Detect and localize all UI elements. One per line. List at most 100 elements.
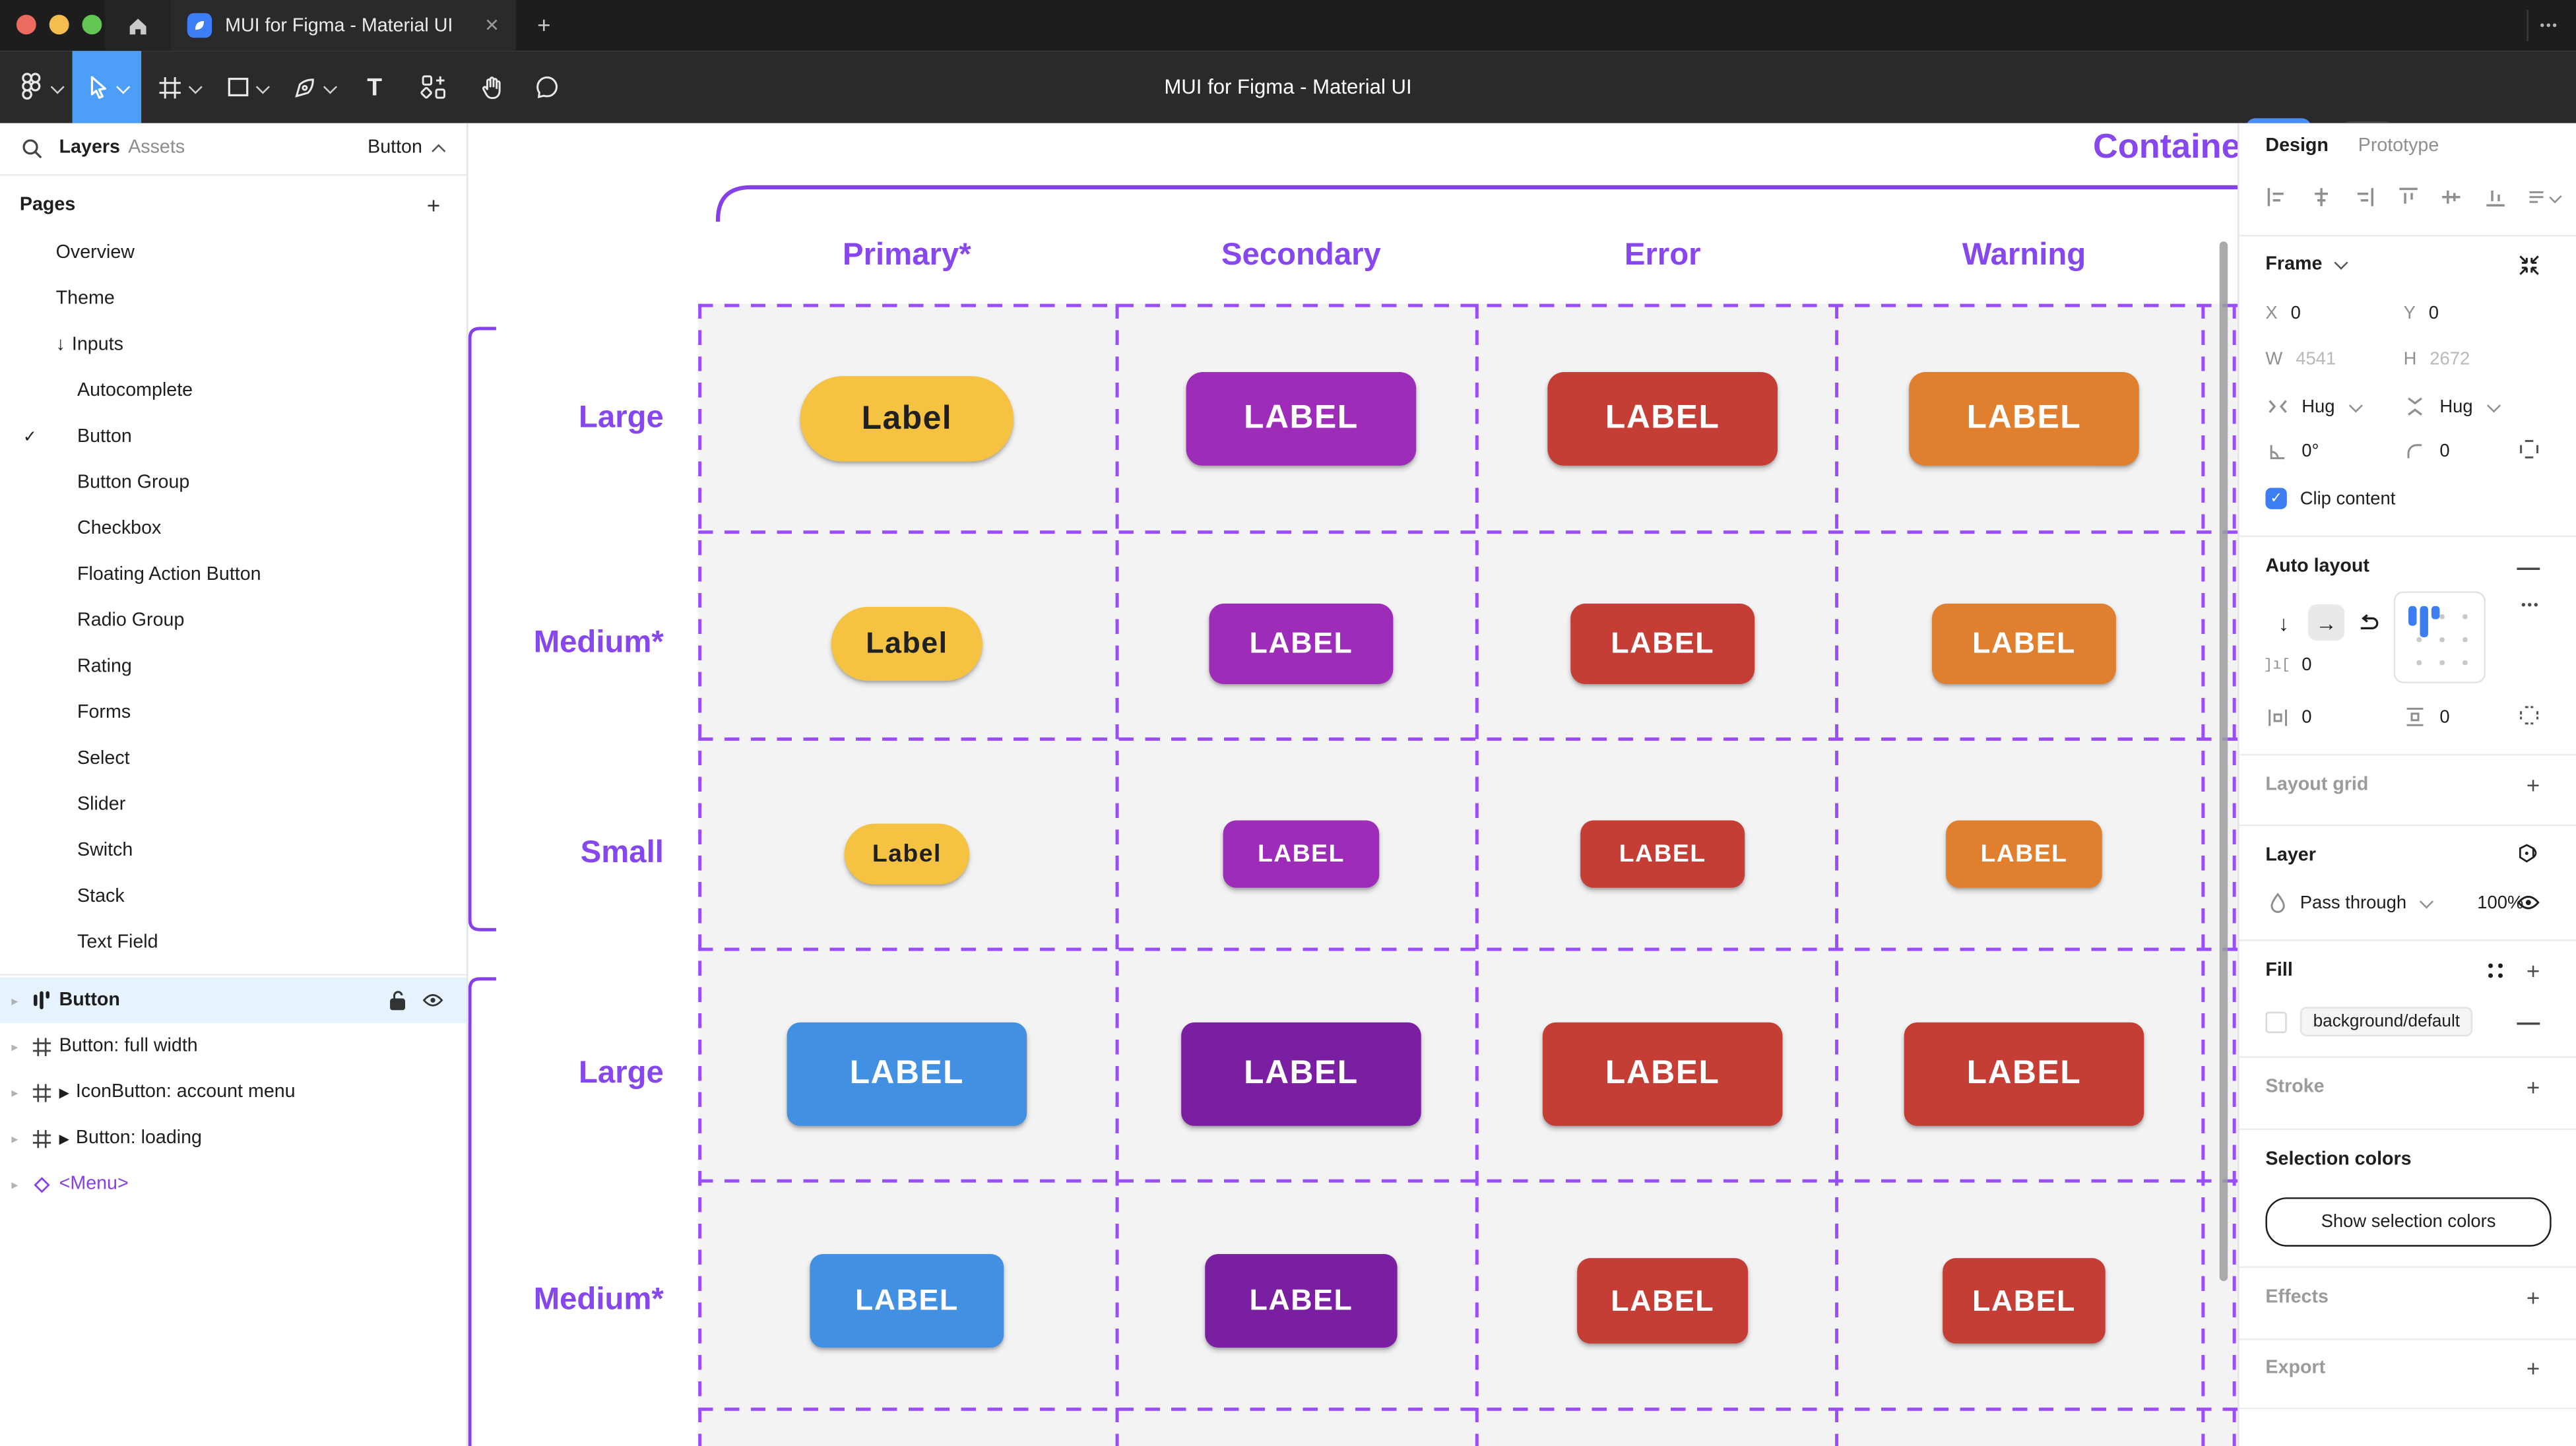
page-item-radio-group[interactable]: Radio Group: [0, 598, 467, 644]
row-label[interactable]: Large: [579, 400, 664, 435]
page-item-switch[interactable]: Switch: [0, 828, 467, 874]
auto-layout-header[interactable]: Auto layout: [2265, 557, 2369, 577]
column-header-secondary[interactable]: Secondary: [1221, 238, 1381, 273]
page-item-button[interactable]: ✓Button: [0, 414, 467, 460]
page-item-slider[interactable]: Slider: [0, 782, 467, 828]
layer-item-iconbutton-account-menu[interactable]: ▸▶IconButton: account menu: [0, 1069, 467, 1116]
stroke-section-header[interactable]: Stroke: [2265, 1077, 2325, 1098]
main-menu-button[interactable]: [10, 51, 73, 123]
visibility-eye-icon[interactable]: [2517, 889, 2540, 916]
add-export-icon[interactable]: +: [2526, 1355, 2540, 1381]
horizontal-padding-field[interactable]: 0: [2265, 707, 2403, 727]
window-menu-icon[interactable]: •••: [2540, 18, 2559, 33]
fill-color-swatch[interactable]: [2265, 1011, 2287, 1032]
layer-section-header[interactable]: Layer: [2265, 846, 2316, 866]
text-tool-button[interactable]: T: [350, 51, 399, 123]
gap-field[interactable]: ]ı[ 0: [2263, 655, 2312, 676]
canvas-button[interactable]: LABEL: [1209, 604, 1394, 685]
add-effect-icon[interactable]: +: [2526, 1284, 2540, 1311]
row-label[interactable]: Small: [580, 836, 664, 871]
vertical-resizing-select[interactable]: Hug: [2404, 396, 2542, 417]
layout-horizontal-button[interactable]: →: [2308, 604, 2344, 641]
search-icon[interactable]: [21, 138, 42, 164]
rotation-field[interactable]: 0°: [2265, 442, 2403, 462]
pen-tool-button[interactable]: [286, 51, 342, 123]
remove-fill-icon[interactable]: —: [2517, 1008, 2540, 1035]
expand-chevron-icon[interactable]: ▸: [11, 1038, 18, 1054]
add-stroke-icon[interactable]: +: [2526, 1074, 2540, 1101]
expand-chevron-icon[interactable]: ▸: [11, 1176, 18, 1192]
layer-item--menu-[interactable]: ▸<Menu>: [0, 1161, 467, 1207]
vertical-padding-field[interactable]: 0: [2404, 707, 2542, 728]
page-item-checkbox[interactable]: Checkbox: [0, 506, 467, 552]
add-layout-grid-icon[interactable]: +: [2526, 772, 2540, 799]
layout-wrap-button[interactable]: [2351, 604, 2387, 641]
frame-tool-button[interactable]: [151, 51, 207, 123]
eye-icon[interactable]: [422, 992, 443, 1009]
clip-content-checkbox[interactable]: ✓: [2265, 487, 2287, 509]
layer-item-button[interactable]: ▸Button: [0, 977, 467, 1024]
column-header-warning[interactable]: Warning: [1962, 238, 2086, 273]
frame-section-header[interactable]: Frame: [2265, 254, 2323, 274]
fill-styles-icon[interactable]: [2488, 958, 2504, 984]
shrink-frame-icon[interactable]: [2519, 255, 2540, 281]
canvas-button[interactable]: LABEL: [1547, 371, 1778, 466]
canvas-button[interactable]: LABEL: [1577, 1258, 1749, 1344]
fill-section-header[interactable]: Fill: [2265, 960, 2293, 981]
canvas-button[interactable]: LABEL: [787, 1022, 1027, 1126]
move-tool-button[interactable]: [72, 51, 142, 123]
close-tab-icon[interactable]: ✕: [484, 16, 499, 36]
layout-vertical-button[interactable]: ↓: [2278, 610, 2289, 635]
remove-auto-layout-icon[interactable]: —: [2517, 553, 2540, 580]
clip-content-row[interactable]: ✓ Clip content: [2265, 487, 2560, 509]
row-label[interactable]: Large: [579, 1055, 664, 1091]
page-item-button-group[interactable]: Button Group: [0, 460, 467, 506]
expand-chevron-icon[interactable]: ▸: [11, 1084, 18, 1100]
layer-item-button-full-width[interactable]: ▸Button: full width: [0, 1023, 467, 1069]
page-item-theme[interactable]: Theme: [0, 276, 467, 322]
canvas-button[interactable]: LABEL: [1943, 1258, 2106, 1344]
tab-design[interactable]: Design: [2265, 136, 2329, 156]
page-item-inputs[interactable]: ↓Inputs: [0, 322, 467, 368]
export-section-header[interactable]: Export: [2265, 1358, 2326, 1378]
resources-tool-button[interactable]: [406, 51, 462, 123]
page-item-floating-action-button[interactable]: Floating Action Button: [0, 552, 467, 598]
minimize-window-button[interactable]: [49, 15, 69, 35]
fill-token-chip[interactable]: background/default: [2300, 1007, 2473, 1037]
page-item-stack[interactable]: Stack: [0, 874, 467, 920]
tab-assets[interactable]: Assets: [128, 138, 185, 158]
independent-corners-icon[interactable]: [2519, 439, 2540, 465]
canvas-button[interactable]: LABEL: [1580, 820, 1745, 888]
canvas-button[interactable]: Label: [844, 823, 969, 885]
component-selector[interactable]: Button: [368, 138, 446, 158]
maximize-window-button[interactable]: [82, 15, 102, 35]
hand-tool-button[interactable]: [467, 51, 516, 123]
canvas-button[interactable]: LABEL: [1186, 371, 1417, 466]
column-header-error[interactable]: Error: [1624, 238, 1701, 273]
canvas-button[interactable]: LABEL: [1205, 1253, 1398, 1348]
page-item-overview[interactable]: Overview: [0, 230, 467, 276]
opacity-field[interactable]: 100%: [2477, 893, 2524, 913]
page-item-autocomplete[interactable]: Autocomplete: [0, 368, 467, 414]
page-item-rating[interactable]: Rating: [0, 644, 467, 690]
canvas[interactable]: ContainedPrimary*SecondaryErrorWarningLa…: [468, 123, 2238, 1446]
new-tab-button[interactable]: +: [537, 11, 551, 38]
expand-chevron-icon[interactable]: ▸: [11, 1131, 18, 1146]
canvas-button[interactable]: LABEL: [1946, 820, 2102, 888]
effects-section-header[interactable]: Effects: [2265, 1288, 2329, 1307]
individual-padding-icon[interactable]: [2519, 704, 2540, 730]
canvas-button[interactable]: LABEL: [1932, 604, 2116, 685]
canvas-button[interactable]: LABEL: [1181, 1022, 1421, 1126]
unlock-icon[interactable]: [389, 990, 406, 1011]
page-item-text-field[interactable]: Text Field: [0, 920, 467, 966]
canvas-button[interactable]: LABEL: [1542, 1022, 1783, 1126]
alignment-widget[interactable]: [2393, 591, 2486, 683]
blend-mode-icon[interactable]: [2517, 842, 2540, 869]
comment-tool-button[interactable]: [521, 51, 573, 123]
layout-grid-header[interactable]: Layout grid: [2265, 775, 2369, 796]
align-vertical-center-icon[interactable]: [2439, 185, 2463, 208]
home-tab[interactable]: [105, 0, 171, 51]
